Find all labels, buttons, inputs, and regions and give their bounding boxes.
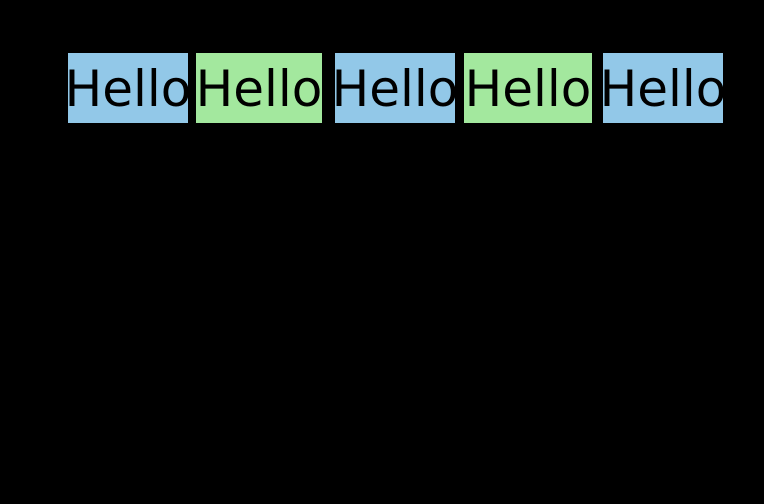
- word-box-1[interactable]: Hello: [65, 53, 191, 123]
- word-box-5[interactable]: Hello: [600, 53, 726, 123]
- word-box-3[interactable]: Hello: [332, 53, 458, 123]
- word-label-4: Hello: [464, 60, 592, 118]
- hello-sequence-row: Hello Hello Hello Hello Hello: [65, 53, 726, 123]
- word-label-2: Hello: [195, 60, 323, 118]
- word-label-1: Hello: [64, 60, 192, 118]
- word-label-3: Hello: [331, 60, 459, 118]
- word-label-5: Hello: [599, 60, 727, 118]
- word-box-4[interactable]: Hello: [464, 53, 592, 123]
- word-box-2[interactable]: Hello: [196, 53, 322, 123]
